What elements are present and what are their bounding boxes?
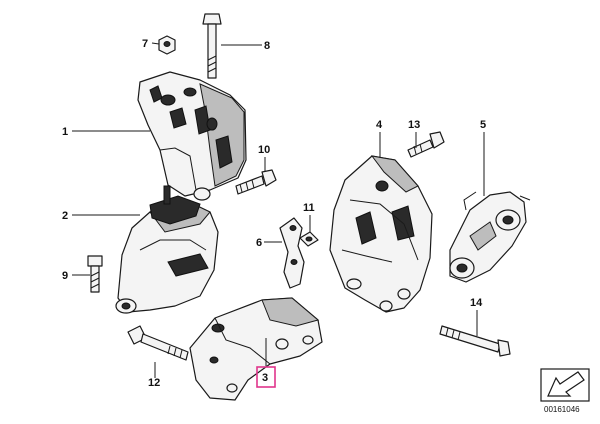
part-2-rubber-mount <box>115 185 219 314</box>
part-10-bolt <box>235 169 277 195</box>
label-6: 6 <box>256 237 262 249</box>
callout-labels: 1 2 3 4 5 6 7 8 9 10 11 12 13 14 <box>62 38 486 389</box>
part-13-bolt <box>407 131 445 158</box>
label-12: 12 <box>148 377 160 389</box>
part-6-bracket <box>279 217 305 289</box>
label-7: 7 <box>142 38 148 50</box>
label-3-highlight-box <box>256 366 276 388</box>
part-3-bracket <box>189 297 323 401</box>
part-1-upper-bracket <box>137 71 247 197</box>
label-2: 2 <box>62 210 68 222</box>
label-14: 14 <box>470 297 483 309</box>
label-13: 13 <box>408 119 420 131</box>
leader-lines <box>72 42 485 378</box>
label-11: 11 <box>303 202 315 214</box>
label-8: 8 <box>264 40 270 52</box>
label-10: 10 <box>258 144 270 156</box>
part-9-bolt <box>87 255 103 293</box>
part-5-torque-rod <box>449 191 531 283</box>
label-5: 5 <box>480 119 486 131</box>
label-9: 9 <box>62 270 68 282</box>
diagram-id: 00161046 <box>544 405 580 414</box>
arrow-box-icon <box>540 368 590 402</box>
part-8-bolt <box>202 13 222 79</box>
part-11-bolt <box>299 231 319 247</box>
part-7-nut <box>158 35 176 55</box>
part-12-bolt <box>127 325 189 361</box>
label-4: 4 <box>376 119 383 131</box>
part-14-bolt <box>439 325 511 357</box>
label-1: 1 <box>62 126 68 138</box>
part-4-cast-bracket <box>329 155 433 313</box>
label-3: 3 <box>262 372 268 384</box>
